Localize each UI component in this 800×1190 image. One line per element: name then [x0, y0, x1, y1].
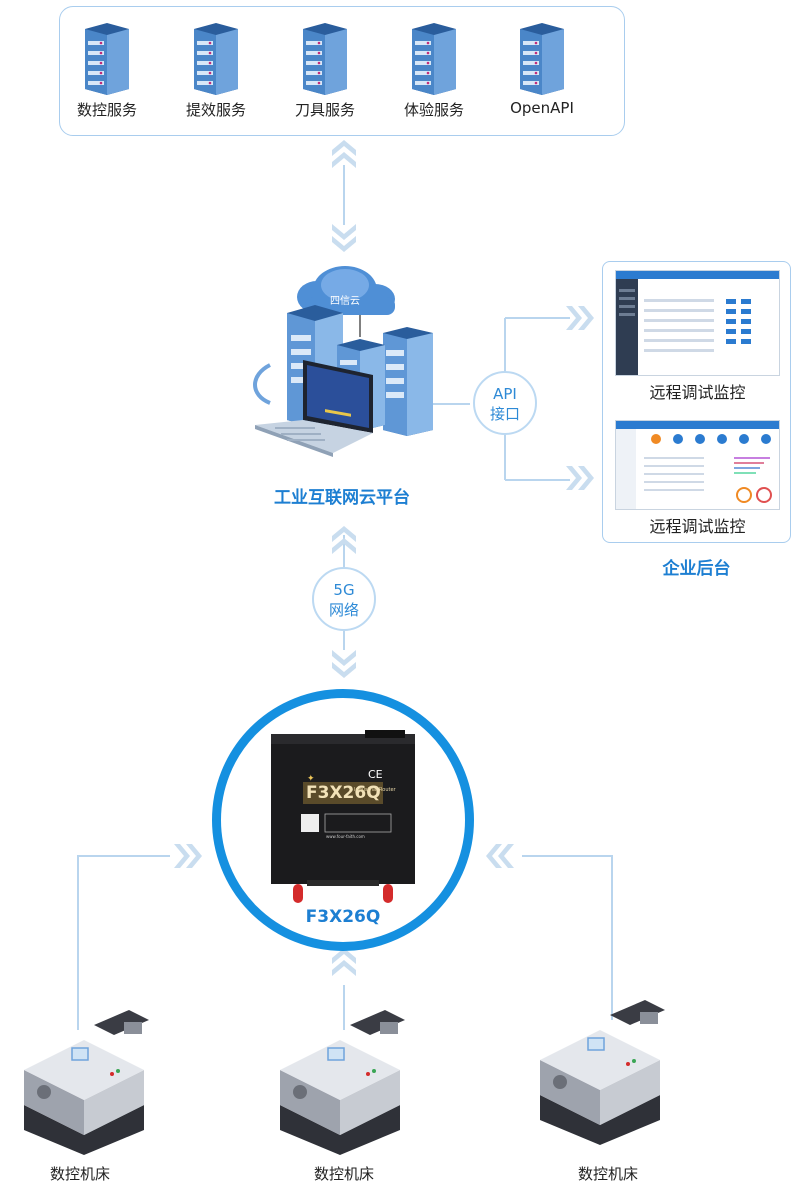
router-device-icon [271, 730, 415, 903]
router-subtitle: Industrial Router [354, 787, 396, 793]
cnc-machine-icon [24, 1010, 149, 1155]
api-label-line2: 接口 [489, 405, 520, 423]
server-rack-icon [383, 327, 433, 436]
router-website: www.four-faith.com [326, 834, 365, 839]
service-label: OpenAPI [510, 99, 574, 117]
router-label: F3X26Q [305, 907, 381, 927]
monitor-label: 远程调试监控 [649, 517, 746, 536]
service-label: 提效服务 [185, 101, 246, 119]
network-label-line2: 网络 [328, 601, 359, 619]
machine-label: 数控机床 [313, 1165, 374, 1183]
network-badge: 5G 网络 [312, 567, 376, 631]
monitor-screenshot [615, 420, 780, 510]
cloud-badge: 四信云 [330, 295, 360, 307]
service-label: 数控服务 [76, 101, 137, 119]
server-rack-icon [85, 23, 129, 95]
cnc-machine-icon [540, 1000, 665, 1145]
dashboard-thumbnail [616, 279, 751, 375]
cnc-machine-icon [280, 1010, 405, 1155]
network-label-line1: 5G [333, 581, 355, 599]
machine-label: 数控机床 [577, 1165, 638, 1183]
router-brand-mark: ✦ [307, 774, 315, 784]
service-item: 体验服务 [384, 23, 484, 120]
monitor-screenshot [615, 270, 780, 376]
machine-label: 数控机床 [49, 1165, 110, 1183]
cloud-platform-label: 工业互联网云平台 [274, 488, 410, 508]
monitor-label: 远程调试监控 [649, 383, 746, 402]
server-rack-icon [520, 23, 564, 95]
service-label: 刀具服务 [294, 101, 355, 119]
api-interface-badge: API 接口 [473, 371, 537, 435]
enterprise-title: 企业后台 [662, 559, 731, 579]
services-panel: 数控服务 提效服务 刀具服务 体验服务 [59, 6, 625, 136]
api-label-line1: API [493, 385, 517, 403]
router-model-text: F3X26Q [306, 783, 381, 803]
service-item: 提效服务 [166, 23, 266, 120]
service-item: OpenAPI [492, 23, 592, 117]
server-rack-icon [303, 23, 347, 95]
service-item: 数控服务 [57, 23, 157, 120]
router-ce-mark: CE [368, 768, 383, 781]
enterprise-backend-panel: 远程调试监控 远程调试监控 [602, 261, 791, 543]
laptop-icon [255, 360, 373, 457]
service-label: 体验服务 [403, 101, 464, 119]
server-rack-icon [194, 23, 238, 95]
cloud-platform-illustration: 四信云 [253, 266, 433, 457]
dashboard-thumbnail [616, 429, 772, 509]
service-item: 刀具服务 [275, 23, 375, 120]
server-rack-icon [412, 23, 456, 95]
